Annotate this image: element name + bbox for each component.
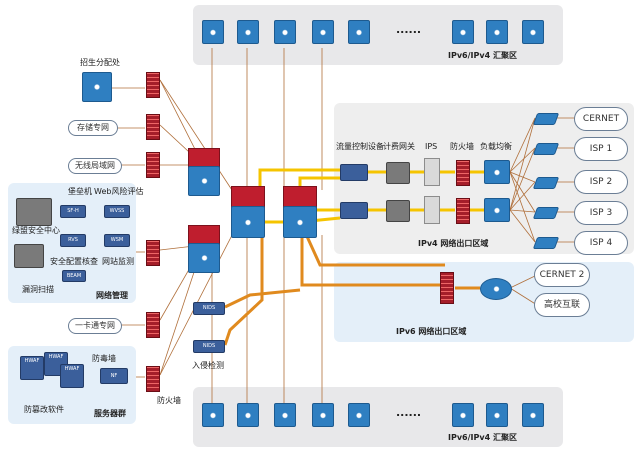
intrusion-label: 入侵检测 <box>192 361 224 370</box>
isp-switch-3[interactable] <box>532 207 560 219</box>
bottom-dots: ...... <box>396 406 422 419</box>
bottom-switch-4[interactable] <box>312 403 334 427</box>
firewall-admission[interactable] <box>146 72 160 98</box>
load-balancer-1[interactable] <box>484 160 510 184</box>
top-switch-7[interactable] <box>486 20 508 44</box>
firewall-mgmt[interactable] <box>146 240 160 266</box>
ipv4-firewall-1[interactable] <box>456 160 470 186</box>
distribution-switch-lower-bottom[interactable] <box>188 243 220 273</box>
core-switch-right-bottom[interactable] <box>283 206 317 238</box>
top-switch-4[interactable] <box>312 20 334 44</box>
bottom-region-label: IPv6/IPv4 汇聚区 <box>448 433 517 442</box>
server-hwaf-3[interactable]: HWAF <box>60 364 84 388</box>
ipv4-device-label-lb: 负载均衡 <box>480 142 512 151</box>
mgmt-box-wsm[interactable]: WSM <box>104 234 130 247</box>
bottom-switch-5[interactable] <box>348 403 370 427</box>
firewall-server[interactable] <box>146 366 160 392</box>
server-item-antivirus: 防毒墙 <box>92 354 116 363</box>
firewall-wireless[interactable] <box>146 152 160 178</box>
mgmt-box-beam[interactable]: BEAM <box>62 270 86 282</box>
top-switch-3[interactable] <box>274 20 296 44</box>
mgmt-item-vuln-scan: 漏洞扫描 <box>22 285 54 294</box>
mgmt-item-web-risk: Web风险评估 <box>94 187 144 196</box>
top-switch-8[interactable] <box>522 20 544 44</box>
ipv6-router[interactable] <box>480 278 512 300</box>
firewall-card[interactable] <box>146 312 160 338</box>
mgmt-box-sfh[interactable]: SF-H <box>60 205 86 218</box>
ips-device-1[interactable] <box>424 158 440 186</box>
server-item-tamper: 防篡改软件 <box>24 405 64 414</box>
server-nf[interactable]: NF <box>100 368 128 384</box>
mgmt-item-site-monitor: 网站监测 <box>102 257 134 266</box>
load-balancer-2[interactable] <box>484 198 510 222</box>
billing-gateway-2[interactable] <box>386 200 410 222</box>
ipv6-firewall[interactable] <box>440 272 454 304</box>
thin-links <box>100 48 575 405</box>
ipv6-cloud-university[interactable]: 高校互联 <box>534 293 590 317</box>
mgmt-box-rvs[interactable]: RVS <box>60 234 86 247</box>
mgmt-box-wvss[interactable]: WVSS <box>104 205 130 218</box>
ips-device-2[interactable] <box>424 196 440 224</box>
bottom-switch-3[interactable] <box>274 403 296 427</box>
core-switch-left-top[interactable] <box>231 186 265 208</box>
ipv4-firewall-2[interactable] <box>456 198 470 224</box>
vuln-scanner-server-icon[interactable] <box>14 244 44 268</box>
flow-control-device-1[interactable] <box>340 164 368 181</box>
isp-switch-cernet[interactable] <box>532 113 560 125</box>
mgmt-item-config-check: 安全配置核查 <box>50 257 98 266</box>
mgmt-item-security-center: 绿盟安全中心 <box>12 226 60 235</box>
distribution-switch-lower-top[interactable] <box>188 225 220 245</box>
ipv4-device-label-firewall: 防火墙 <box>450 142 474 151</box>
ipv4-device-label-flow: 流量控制设备 <box>336 142 384 151</box>
isp-cloud-1[interactable]: ISP 1 <box>574 137 628 161</box>
isp-switch-2[interactable] <box>532 177 560 189</box>
nids-1[interactable]: NIDS <box>193 302 225 315</box>
top-switch-1[interactable] <box>202 20 224 44</box>
top-switch-5[interactable] <box>348 20 370 44</box>
ipv4-region-label: IPv4 网络出口区域 <box>418 239 489 248</box>
ipv6-region-label: IPv6 网络出口区域 <box>396 327 467 336</box>
card-cloud[interactable]: 一卡通专网 <box>68 318 122 334</box>
isp-cloud-cernet[interactable]: CERNET <box>574 107 628 131</box>
billing-gateway-1[interactable] <box>386 162 410 184</box>
ipv4-device-label-ips: IPS <box>425 142 438 151</box>
nids-2[interactable]: NIDS <box>193 340 225 353</box>
top-switch-2[interactable] <box>237 20 259 44</box>
storage-cloud[interactable]: 存储专网 <box>68 120 118 136</box>
top-switch-6[interactable] <box>452 20 474 44</box>
security-center-server-icon[interactable] <box>16 198 52 226</box>
wireless-cloud[interactable]: 无线局域网 <box>68 158 122 174</box>
isp-switch-4[interactable] <box>532 237 560 249</box>
isp-switch-1[interactable] <box>532 143 560 155</box>
core-switch-left-bottom[interactable] <box>231 206 265 238</box>
bottom-switch-8[interactable] <box>522 403 544 427</box>
core-switch-right-top[interactable] <box>283 186 317 208</box>
bottom-switch-1[interactable] <box>202 403 224 427</box>
top-dots: ...... <box>396 23 422 36</box>
bottom-switch-6[interactable] <box>452 403 474 427</box>
admission-switch-icon[interactable] <box>82 72 112 102</box>
distribution-switch-upper-bottom[interactable] <box>188 166 220 196</box>
mgmt-title: 网络管理 <box>96 291 128 300</box>
firewall-storage[interactable] <box>146 114 160 140</box>
mgmt-item-bastion: 堡垒机 <box>68 187 92 196</box>
firewall-label: 防火墙 <box>157 396 181 405</box>
ipv6-links <box>223 231 480 346</box>
isp-cloud-3[interactable]: ISP 3 <box>574 201 628 225</box>
bottom-switch-7[interactable] <box>486 403 508 427</box>
bottom-switch-2[interactable] <box>237 403 259 427</box>
admission-label: 招生分配处 <box>80 58 120 67</box>
server-title: 服务器群 <box>94 409 126 418</box>
ipv4-device-label-billing: 计费网关 <box>383 142 415 151</box>
flow-control-device-2[interactable] <box>340 202 368 219</box>
isp-cloud-2[interactable]: ISP 2 <box>574 170 628 194</box>
distribution-switch-upper-top[interactable] <box>188 148 220 168</box>
top-region-label: IPv6/IPv4 汇聚区 <box>448 51 517 60</box>
ipv6-cloud-cernet2[interactable]: CERNET 2 <box>534 263 590 287</box>
server-hwaf-1[interactable]: HWAF <box>20 356 44 380</box>
isp-cloud-4[interactable]: ISP 4 <box>574 231 628 255</box>
